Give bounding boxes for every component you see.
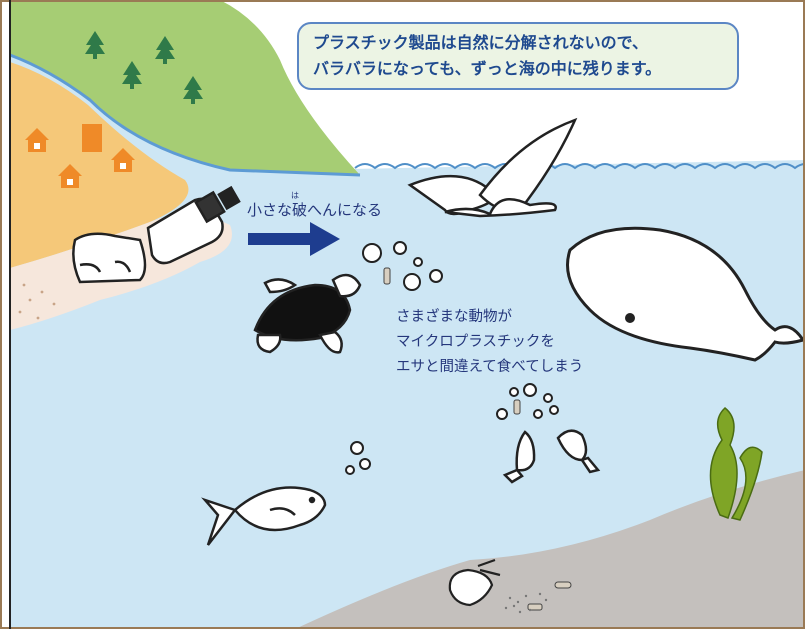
bubble-icon (413, 257, 423, 267)
callout-line-1: プラスチック製品は自然に分解されないので、 (313, 33, 649, 52)
house-icon (82, 124, 102, 152)
furigana: は (291, 191, 299, 200)
bubble-icon (359, 458, 371, 470)
house-icon (111, 148, 135, 172)
turtle-icon (253, 273, 362, 354)
bubble-icon (523, 383, 537, 397)
house-icon (25, 124, 135, 188)
plastic-bottle-icon (146, 185, 241, 265)
bubble-icon (496, 408, 508, 420)
house-icon (58, 164, 82, 188)
fish-icon (502, 429, 601, 484)
seabed (295, 470, 805, 629)
bubble-icon (345, 465, 355, 475)
seagull-icon (407, 117, 578, 218)
animals-label-line-1: さまざまな動物が (396, 309, 512, 325)
sea (10, 40, 805, 629)
plastic-bag-icon (72, 232, 147, 284)
tree-icon (183, 76, 203, 104)
bubble-icon (549, 405, 559, 415)
fish-icon (201, 486, 327, 546)
microplastic-icon (383, 267, 572, 611)
sand-area (10, 62, 189, 268)
bubble-icon (543, 393, 553, 403)
info-callout: プラスチック製品は自然に分解されないので、 バラバラになっても、ずっと海の中に残… (297, 22, 739, 90)
arrow-right-icon (248, 222, 340, 256)
bubble-icon (362, 243, 382, 263)
bubble-icon (403, 273, 421, 291)
bubble-icon (345, 241, 559, 475)
animals-label-line-2: マイクロプラスチックを (396, 334, 555, 350)
shrimp-icon (448, 558, 501, 607)
tree-icon (85, 31, 105, 59)
whale-icon (566, 226, 805, 362)
animals-eat-label: さまざまな動物が マイクロプラスチックを エサと間違えて食べてしまう (396, 305, 583, 380)
bubble-icon (533, 409, 543, 419)
bubble-icon (429, 269, 443, 283)
tree-icon (155, 36, 175, 64)
break-apart-label: 小さな破へんになる (247, 201, 383, 219)
tree-icon (122, 61, 142, 89)
bubble-icon (509, 387, 519, 397)
bubble-icon (350, 441, 364, 455)
bubble-icon (393, 241, 407, 255)
house-icon (25, 128, 49, 152)
sea-waves (354, 163, 805, 170)
seaweed-icon (709, 407, 763, 521)
animals-label-line-3: エサと間違えて食べてしまう (396, 359, 584, 375)
callout-line-2: バラバラになっても、ずっと海の中に残ります。 (313, 59, 662, 78)
tree-icon (85, 31, 203, 104)
